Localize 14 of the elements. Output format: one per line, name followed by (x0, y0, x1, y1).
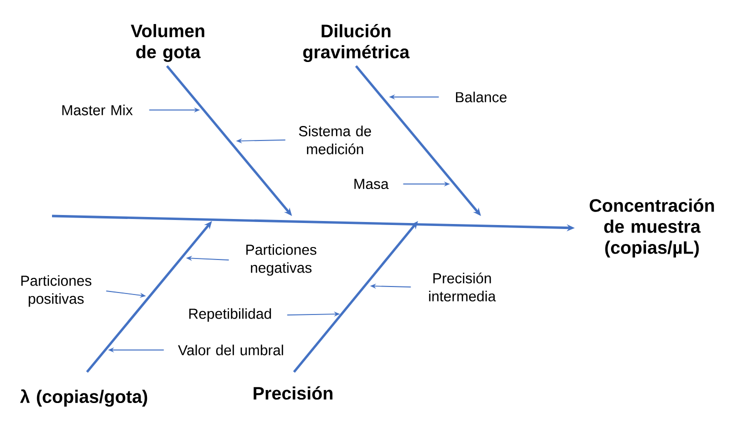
cause-heading: Precisión (254, 386, 332, 400)
cause-label: Repetibilidad (189, 308, 271, 322)
effect-heading: Concentración de muestra (copias/µL) (590, 198, 714, 258)
cause-label: Precisión intermedia (429, 272, 496, 302)
cause-label: Masa (354, 178, 389, 190)
cause-heading: Volumen de gota (130, 24, 204, 62)
cause-label: Sistema de medición (299, 126, 372, 154)
cause-heading: Dilución gravimétrica (303, 24, 410, 62)
cause-label: Valor del umbral (178, 344, 284, 356)
cause-label: Balance (456, 92, 507, 102)
cause-label: Master Mix (62, 104, 133, 116)
cause-heading: λ (copias/gota) (20, 389, 148, 407)
cause-label: Particiones positivas (21, 275, 92, 307)
cause-label: Particiones negativas (246, 244, 316, 276)
